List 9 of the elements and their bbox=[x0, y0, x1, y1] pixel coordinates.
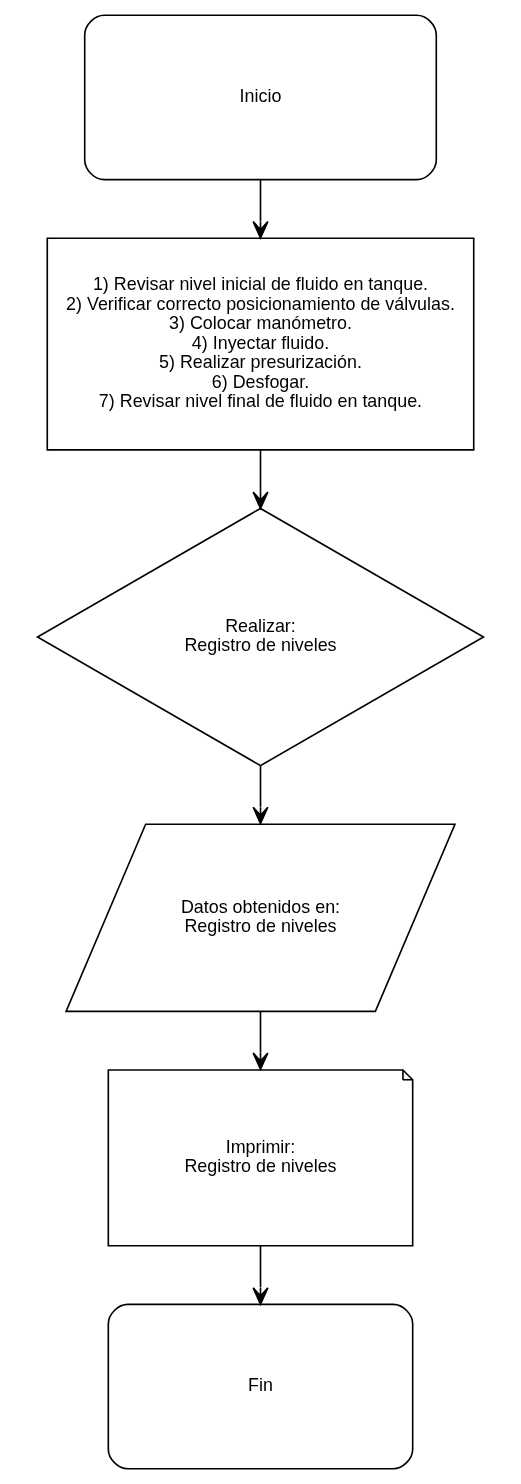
arrow bbox=[252, 1245, 269, 1305]
arrow bbox=[252, 449, 269, 510]
arrow bbox=[252, 179, 269, 239]
arrow bbox=[252, 1010, 269, 1071]
arrow bbox=[252, 765, 269, 825]
node-diamond: Realizar: Registro de niveles bbox=[35, 507, 486, 767]
node-box: 1) Revisar nivel inicial de fluido en tanque. 2) Verificar correcto posicionamiento de válvulas. 3) Colocar manómetro. 4) Inyectar fluido. 5) Realizar presurización. 6) Desfogar. 7) Revisar nivel final de fluido en tanque. bbox=[46, 237, 475, 451]
node-box: Inicio bbox=[83, 14, 438, 181]
node-box: Fin bbox=[107, 1303, 414, 1470]
